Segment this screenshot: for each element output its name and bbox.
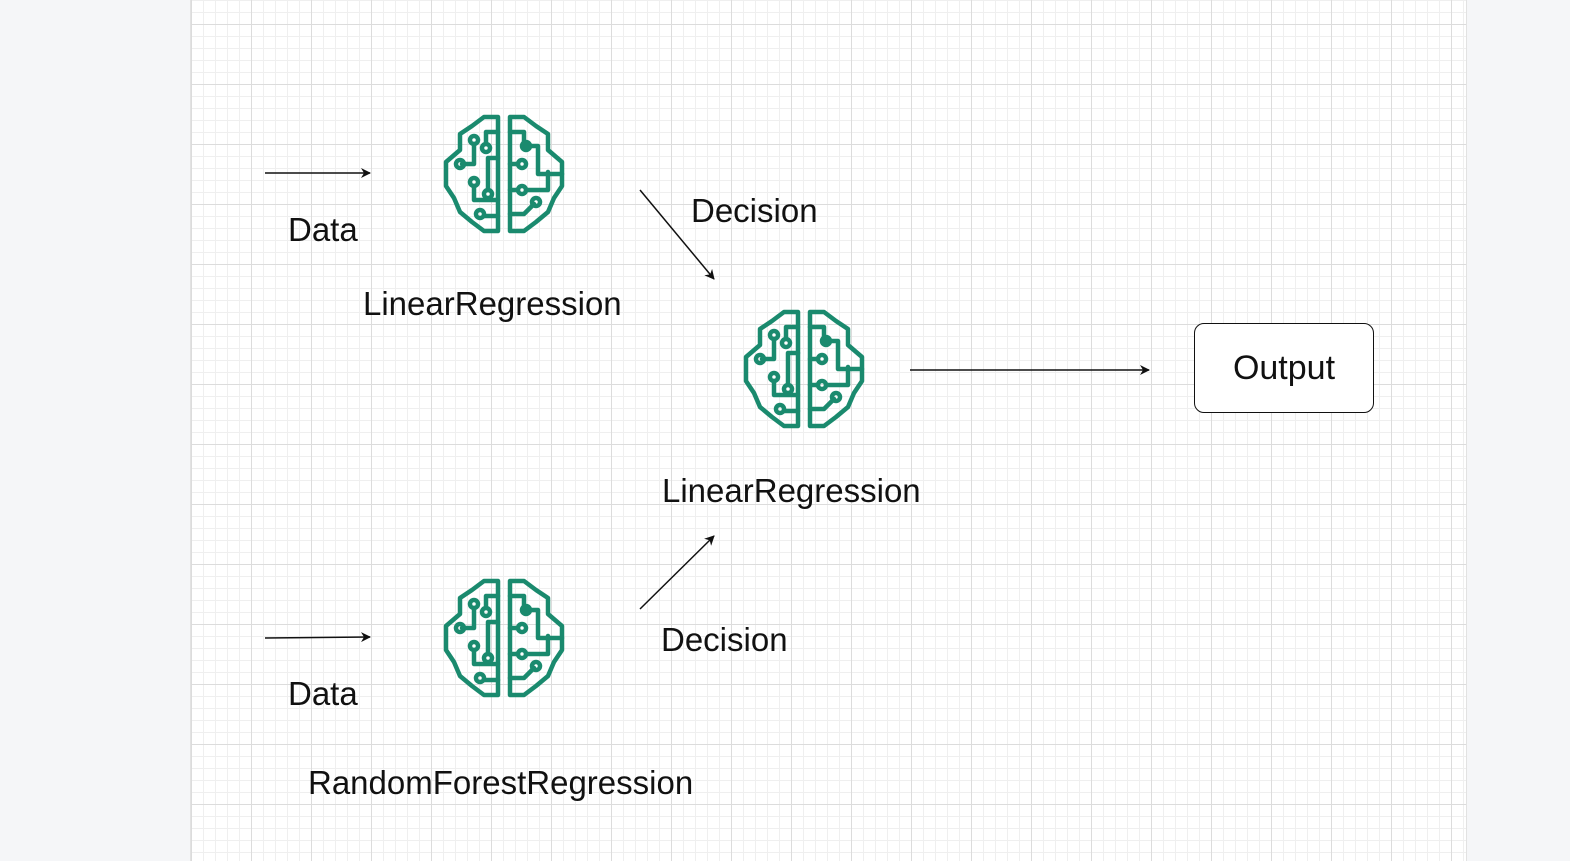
model-label-middle: LinearRegression bbox=[662, 472, 921, 509]
diagram-canvas[interactable] bbox=[190, 0, 1467, 861]
brain-icon[interactable] bbox=[446, 117, 562, 231]
arrow-decision-top[interactable] bbox=[639, 189, 715, 280]
arrow-data-bottom[interactable] bbox=[264, 632, 371, 643]
data-label-bottom: Data bbox=[288, 675, 358, 712]
decision-label-top: Decision bbox=[691, 192, 818, 229]
output-label: Output bbox=[1232, 348, 1336, 387]
output-node[interactable]: Output bbox=[1194, 323, 1374, 413]
data-label-top: Data bbox=[288, 211, 358, 248]
brain-icon[interactable] bbox=[446, 581, 562, 695]
model-label-bottom: RandomForestRegression bbox=[308, 764, 694, 801]
decision-label-bottom: Decision bbox=[661, 621, 788, 658]
arrow-decision-bottom[interactable] bbox=[639, 535, 715, 610]
brain-icon[interactable] bbox=[746, 312, 862, 426]
model-label-top: LinearRegression bbox=[363, 285, 622, 322]
